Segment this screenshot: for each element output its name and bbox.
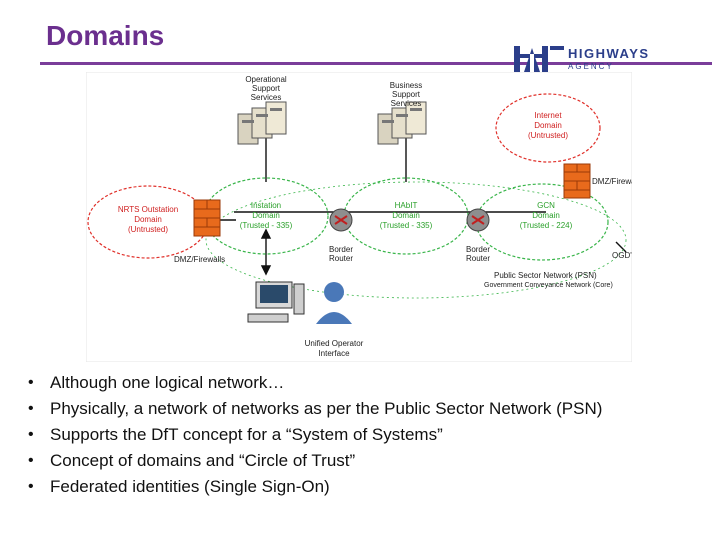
instation-domain-cloud	[203, 177, 329, 255]
nrts-domain-label-3: (Untrusted)	[128, 225, 168, 234]
bullet-text: Concept of domains and “Circle of Trust”	[50, 451, 356, 470]
list-item: • Concept of domains and “Circle of Trust…	[28, 448, 602, 474]
list-item: • Although one logical network…	[28, 370, 602, 396]
internet-domain-label-3: (Untrusted)	[528, 131, 568, 140]
internet-domain-label-1: Internet	[534, 111, 562, 120]
logo-text-highways: HIGHWAYS	[568, 46, 650, 61]
bullet-text: Federated identities (Single Sign-On)	[50, 477, 330, 496]
internet-domain-cloud	[495, 93, 601, 163]
uoi-label-1: Unified Operator	[305, 339, 364, 348]
operational-servers-icon	[237, 101, 287, 145]
border-router-1-label-1: Border	[329, 245, 353, 254]
bullet-icon: •	[28, 478, 34, 495]
instation-domain-label-2: Domain	[252, 211, 280, 220]
list-item: • Supports the DfT concept for a “System …	[28, 422, 602, 448]
gcn-domain-label-2: Domain	[532, 211, 560, 220]
logo-emblem-icon	[514, 46, 564, 72]
habit-domain-label-1: HAbIT	[395, 201, 418, 210]
instation-domain-label-3: (Trusted - 335)	[240, 221, 293, 230]
psn-cloud	[205, 181, 627, 299]
habit-domain-label-3: (Trusted - 335)	[380, 221, 433, 230]
operational-support-label-2: Support	[252, 84, 281, 93]
operational-support-label-1: Operational	[245, 75, 287, 84]
gcn-domain-label-3: (Trusted - 224)	[520, 221, 573, 230]
bullet-list: • Although one logical network… • Physical…	[28, 370, 602, 500]
highways-agency-logo: HIGHWAYS AGENCY	[512, 40, 648, 74]
bullet-icon: •	[28, 426, 34, 443]
border-router-1-label-2: Router	[329, 254, 353, 263]
habit-domain-label-2: Domain	[392, 211, 420, 220]
ogds-label: OGD's	[612, 251, 632, 260]
uoi-arrow	[260, 228, 272, 276]
business-support-label-3: Services	[391, 99, 422, 108]
instation-domain-label-1: Instation	[251, 201, 281, 210]
dmz-firewalls-right-label: DMZ/Firewalls	[592, 177, 632, 186]
router-gcn-icon	[466, 208, 490, 232]
list-item: • Physically, a network of networks as pe…	[28, 396, 602, 422]
logo-text-agency: AGENCY	[568, 62, 614, 71]
nrts-domain-label-2: Domain	[134, 215, 162, 224]
router-instation-icon	[329, 208, 353, 232]
operator-person-icon	[316, 282, 352, 324]
uoi-label-2: Interface	[318, 349, 350, 358]
bullet-icon: •	[28, 452, 34, 469]
border-router-2-label-2: Router	[466, 254, 490, 263]
bullet-icon: •	[28, 374, 34, 391]
firewall-right-icon	[563, 163, 591, 199]
bullet-icon: •	[28, 400, 34, 417]
list-item: • Federated identities (Single Sign-On)	[28, 474, 602, 500]
bullet-text: Supports the DfT concept for a “System o…	[50, 425, 443, 444]
network-domains-diagram: Operational Support Services Business Su…	[86, 72, 632, 362]
business-servers-icon	[377, 101, 427, 145]
dmz-firewalls-left-label: DMZ/Firewalls	[174, 255, 225, 264]
title-underline	[40, 62, 712, 65]
operational-support-label-3: Services	[251, 93, 282, 102]
psn-label-2: Government Conveyance Network (Core)	[484, 282, 613, 289]
page-title: Domains	[46, 20, 165, 51]
bullet-text: Although one logical network…	[50, 373, 285, 392]
border-router-2-label-1: Border	[466, 245, 490, 254]
business-support-label-1: Business	[390, 81, 422, 90]
nrts-domain-label-1: NRTS Outstation	[118, 205, 178, 214]
firewall-left-icon	[193, 199, 221, 237]
business-support-label-2: Support	[392, 90, 421, 99]
psn-label-1: Public Sector Network (PSN)	[494, 271, 597, 280]
gcn-domain-label-1: GCN	[537, 201, 555, 210]
workstation-icon	[247, 281, 305, 323]
internet-domain-label-2: Domain	[534, 121, 562, 130]
bullet-text: Physically, a network of networks as per…	[50, 399, 603, 418]
